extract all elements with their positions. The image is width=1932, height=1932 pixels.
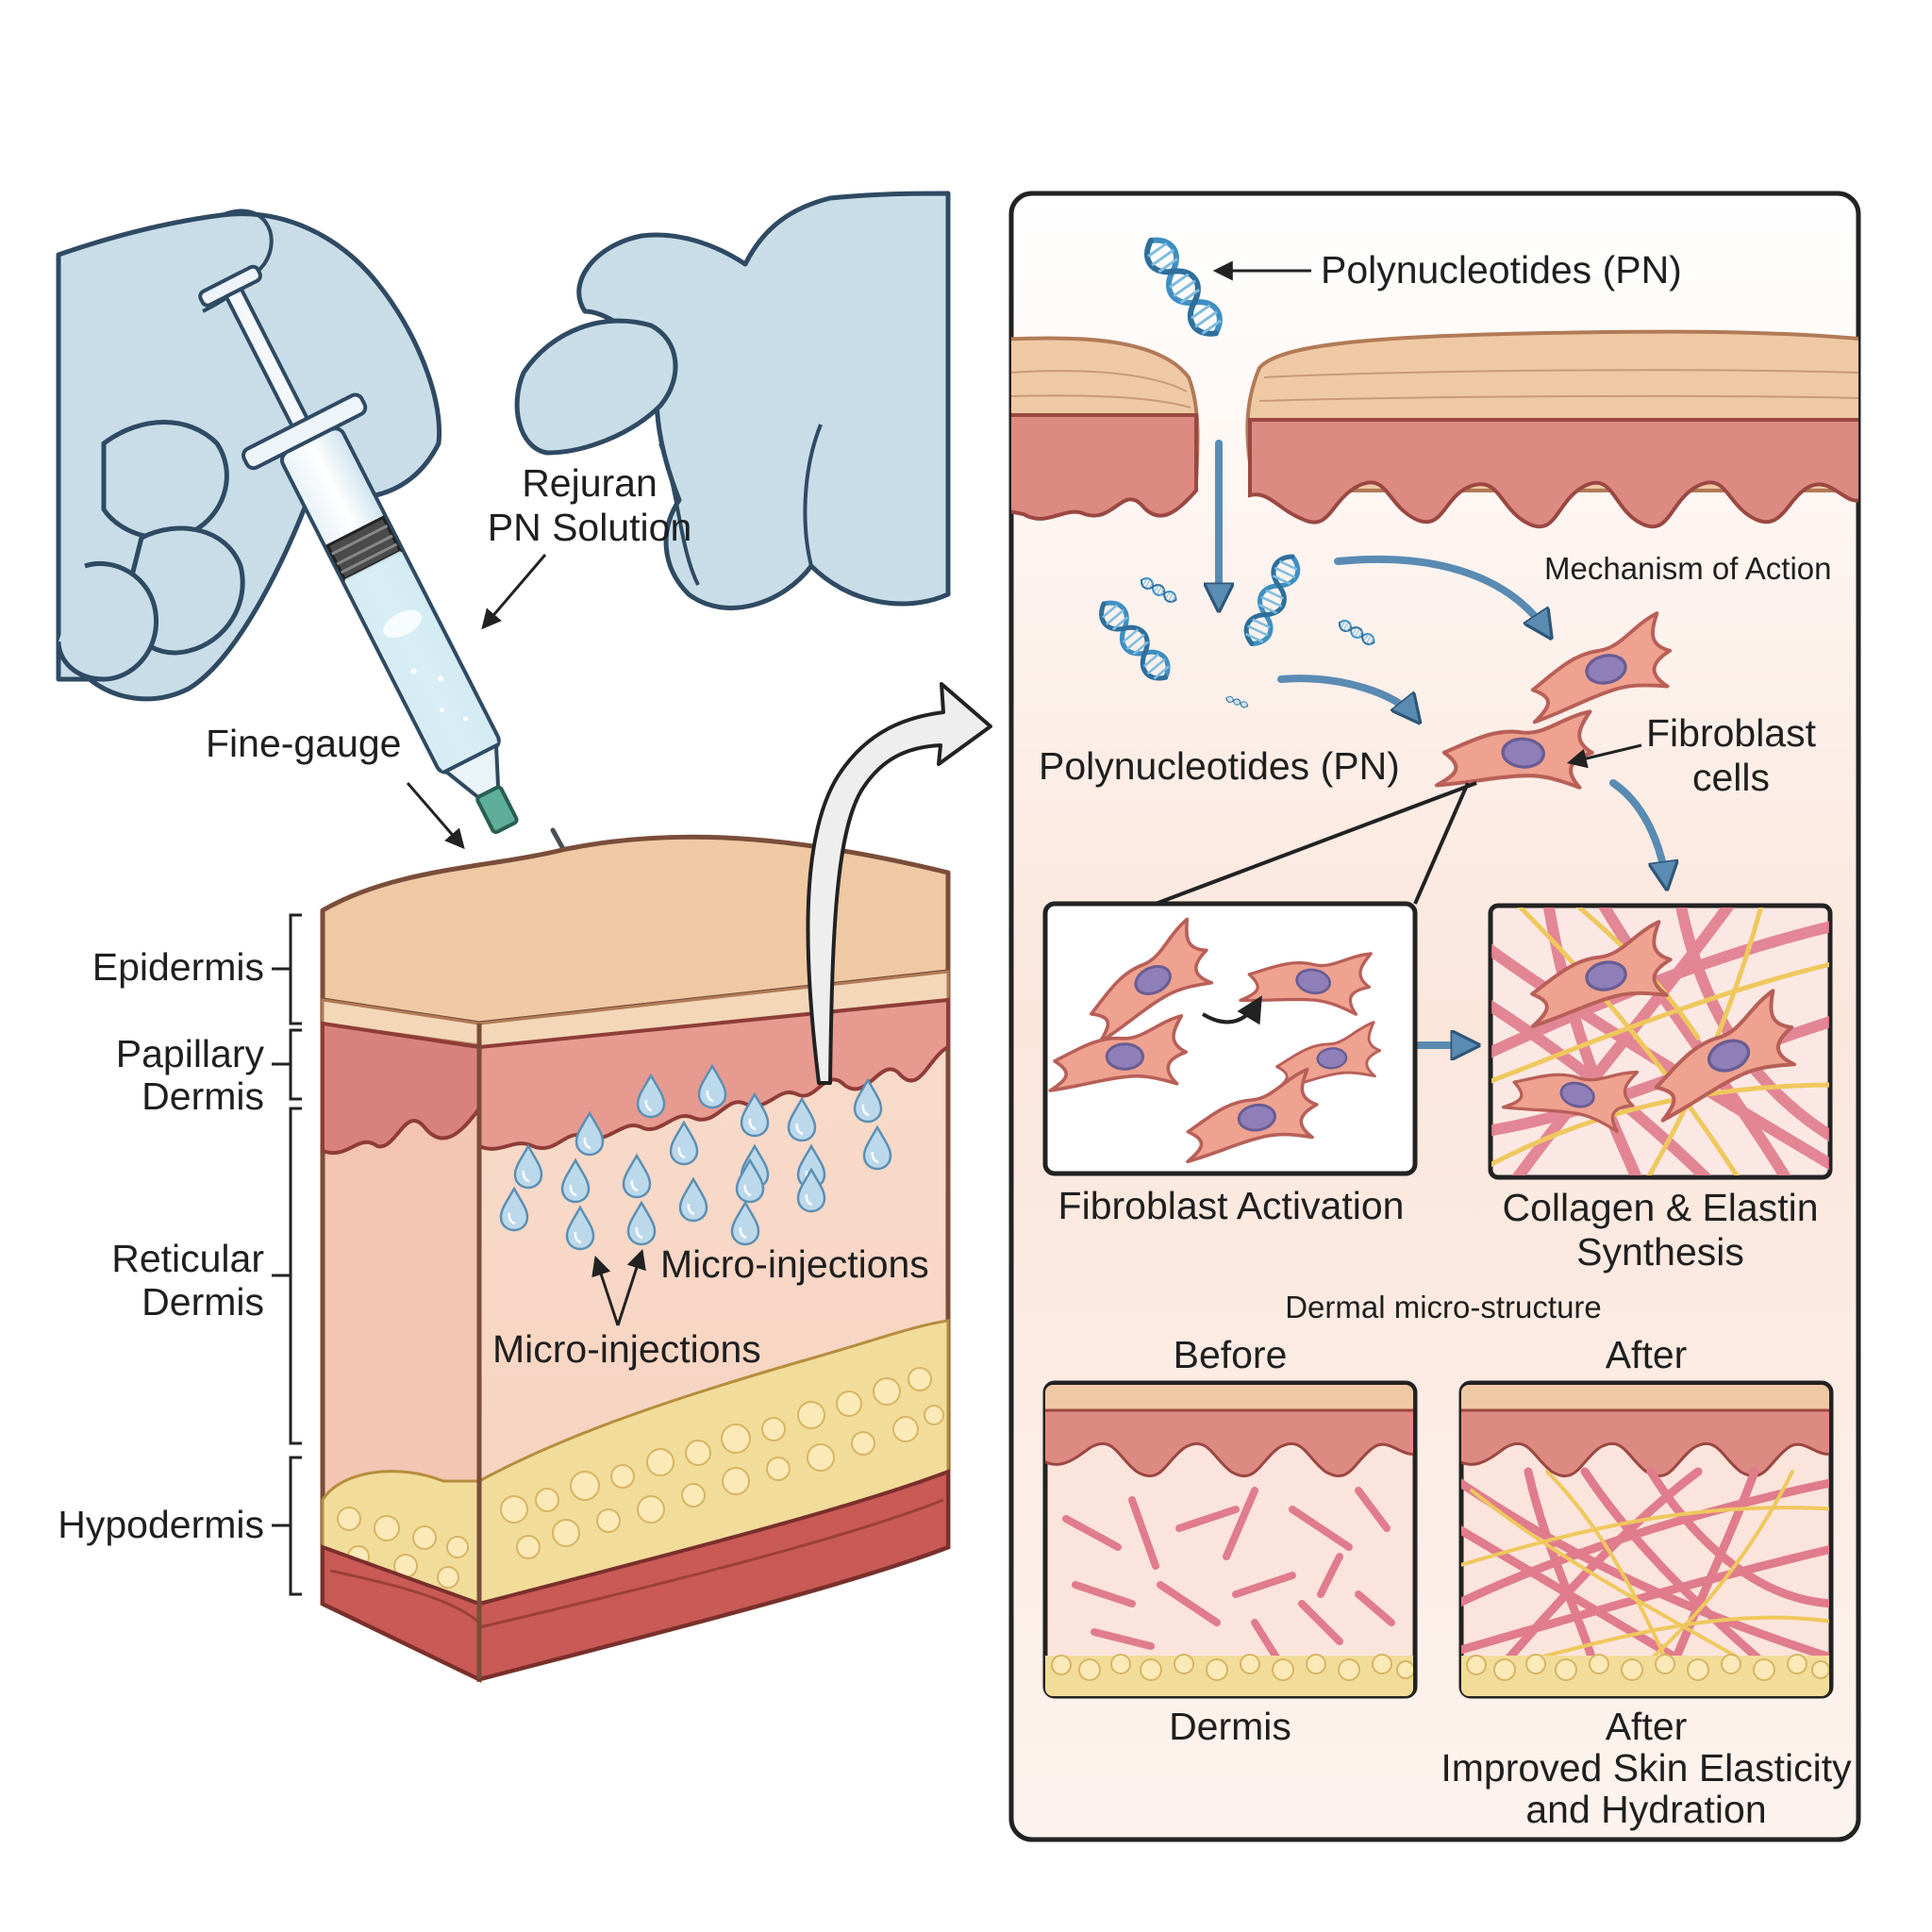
microstructure-title: Dermal micro-structure bbox=[1285, 1290, 1602, 1324]
before-structure bbox=[1045, 1385, 1413, 1696]
zoom-callout-lines bbox=[1155, 781, 1477, 906]
zoom-arrow bbox=[806, 682, 992, 1085]
after-caption-line1: After bbox=[1605, 1705, 1688, 1748]
layer-label-papillary-1: Papillary bbox=[115, 1032, 264, 1075]
micro-injections-label-a: Micro-injections bbox=[660, 1242, 929, 1286]
process-arrows bbox=[1219, 440, 1666, 1045]
activation-cells bbox=[1048, 915, 1384, 1164]
activation-caption: Fibroblast Activation bbox=[1058, 1184, 1405, 1227]
syringe-label-line1: Rejuran bbox=[522, 461, 658, 505]
mechanism-label: Mechanism of Action bbox=[1544, 551, 1832, 586]
fibroblast-label-line2: cells bbox=[1691, 756, 1771, 799]
after-title: After bbox=[1605, 1333, 1688, 1376]
micro-injections-label-b: Micro-injections bbox=[492, 1327, 761, 1371]
layer-brackets bbox=[272, 913, 302, 1596]
right-gloved-hand-icon bbox=[514, 191, 951, 610]
layer-label-epidermis: Epidermis bbox=[92, 945, 264, 989]
pn-top-label: Polynucleotides (PN) bbox=[1321, 248, 1682, 291]
fibroblast-pointer bbox=[1566, 743, 1642, 769]
skin-surface-top bbox=[1011, 329, 1858, 529]
after-structure bbox=[1461, 1385, 1829, 1696]
syringe-label-line2: PN Solution bbox=[487, 506, 692, 549]
pointer-arrows-left bbox=[406, 554, 646, 1326]
syringe-icon bbox=[198, 264, 519, 835]
pn-mid-label: Polynucleotides (PN) bbox=[1039, 744, 1400, 788]
after-caption-line3: and Hydration bbox=[1525, 1788, 1767, 1831]
layer-label-hypodermis: Hypodermis bbox=[58, 1503, 264, 1546]
needle-label: Fine-gauge bbox=[206, 722, 402, 765]
before-title: Before bbox=[1173, 1333, 1288, 1376]
fibroblast-label-line1: Fibroblast bbox=[1645, 711, 1816, 755]
layer-label-reticular-2: Dermis bbox=[142, 1280, 264, 1324]
collagen-fiber-mesh bbox=[1491, 908, 1829, 1175]
layer-label-papillary-2: Dermis bbox=[142, 1074, 264, 1118]
before-caption: Dermis bbox=[1169, 1705, 1291, 1748]
after-caption-line2: Improved Skin Elasticity bbox=[1441, 1746, 1852, 1790]
layer-label-reticular-1: Reticular bbox=[111, 1237, 264, 1280]
synthesis-caption-line2: Synthesis bbox=[1576, 1230, 1744, 1274]
synthesis-caption-line1: Collagen & Elastin bbox=[1502, 1186, 1819, 1229]
